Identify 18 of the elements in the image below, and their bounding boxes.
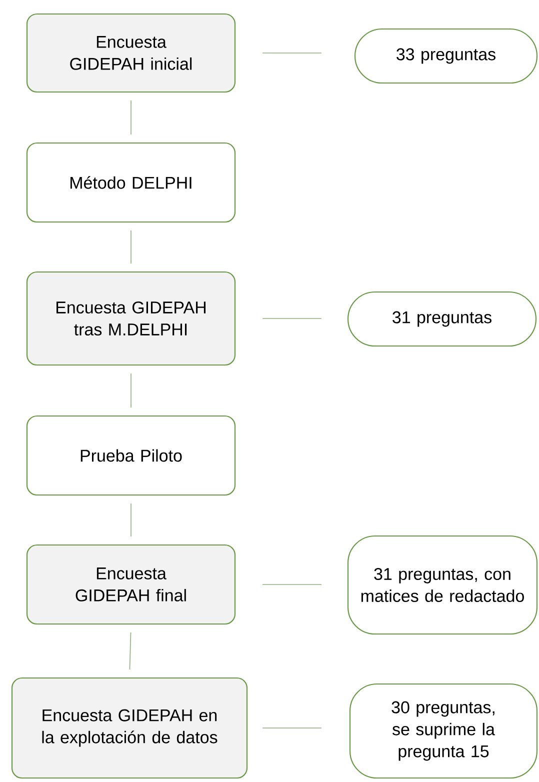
result-pill: 30 preguntas, se suprime la pregunta 15: [349, 683, 538, 779]
connector-line: [130, 230, 132, 264]
process-box: Encuesta GIDEPAH inicial: [26, 13, 236, 93]
connector-line: [262, 318, 322, 319]
connector-line: [262, 584, 322, 585]
connector-line: [129, 632, 132, 670]
result-pill: 33 preguntas: [354, 28, 538, 84]
process-box: Encuesta GIDEPAH en la explotación de datos: [11, 677, 248, 779]
connector-line: [130, 373, 132, 408]
process-box: Encuesta GIDEPAH tras M.DELPHI: [26, 271, 236, 366]
connector-line: [262, 52, 322, 54]
process-box: Prueba Piloto: [26, 415, 236, 496]
process-box: Encuesta GIDEPAH final: [26, 544, 236, 625]
process-box: Método DELPHI: [26, 142, 236, 223]
connector-line: [130, 503, 132, 537]
connector-line: [130, 100, 132, 135]
result-pill: 31 preguntas: [347, 291, 537, 347]
result-pill: 31 preguntas, con matices de redactado: [347, 535, 538, 635]
